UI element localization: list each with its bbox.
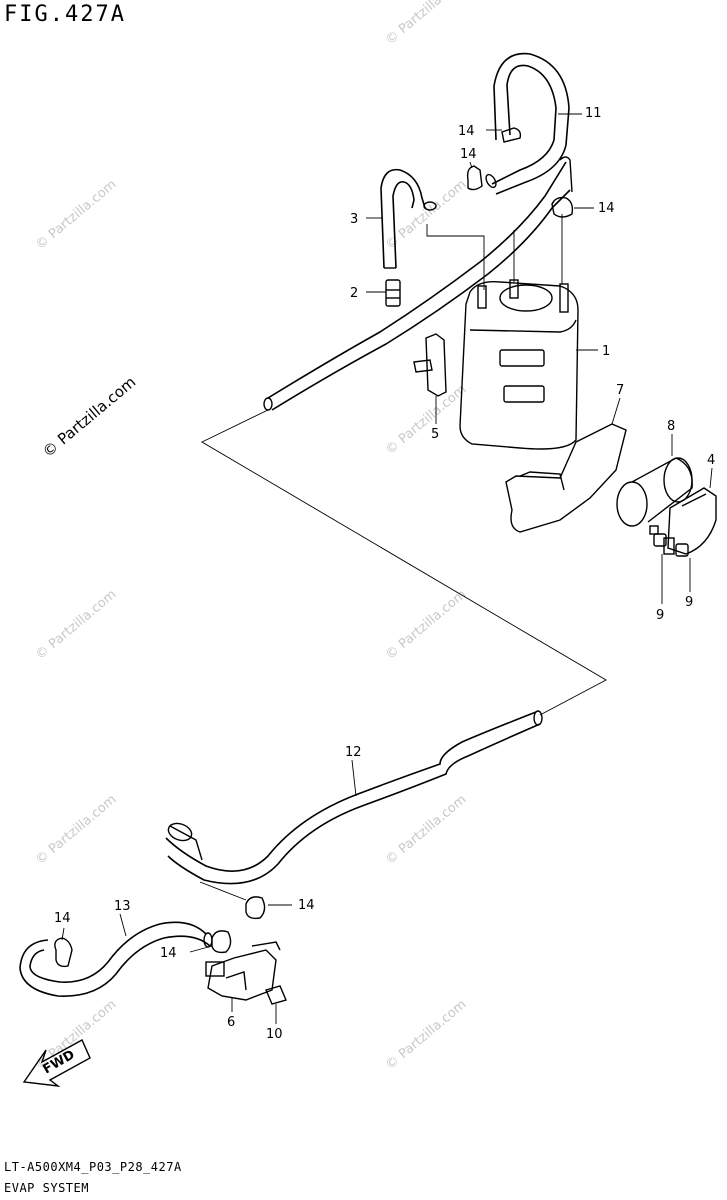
callout-3: 3 [350,212,358,227]
screw-10 [265,985,287,1024]
watermark: © Partzilla.com [383,587,469,663]
valve-6 [205,941,281,1012]
callout-12: 12 [345,745,362,760]
figure-title: FIG.427A [4,2,126,27]
connector-2 [385,279,401,307]
hose-12 [165,710,543,885]
hose-11 [485,52,570,195]
callout-13: 13 [114,899,131,914]
watermark-layer: © Partzilla.com © Partzilla.com © Partzi… [33,0,469,1073]
callout-14: 14 [160,946,177,961]
callout-7: 7 [616,383,624,398]
watermark: © Partzilla.com [383,792,469,868]
system-name: EVAP SYSTEM [4,1181,89,1195]
bolt-9-left [653,533,675,555]
canister-1 [459,279,579,450]
bracket-4 [667,487,717,555]
hose-13 [19,913,213,997]
callout-10: 10 [266,1027,283,1042]
callout-14: 14 [298,898,315,913]
watermark: © Partzilla.com [33,587,119,663]
callout-5: 5 [431,427,439,442]
callout-14: 14 [460,147,477,162]
watermark: © Partzilla.com [33,792,119,868]
leader-lines [201,113,713,716]
callout-9-left: 9 [656,608,664,623]
callout-14: 14 [458,124,475,139]
callout-14: 14 [54,911,71,926]
watermark: © Partzilla.com [383,0,469,48]
callout-9-right: 9 [685,595,693,610]
diagram-code: LT-A500XM4_P03_P28_427A [4,1160,182,1174]
callout-14: 14 [598,201,615,216]
bracket-7 [505,423,627,533]
callout-8: 8 [667,419,675,434]
callout-4: 4 [707,453,715,468]
watermark: © Partzilla.com [383,997,469,1073]
clamp-14-bottom [54,881,292,968]
callout-2: 2 [350,286,358,301]
bracket-5 [413,333,447,397]
watermark-dark: © Partzilla.com [39,373,139,461]
bolt-9-right [649,525,689,557]
callout-1: 1 [602,344,610,359]
sleeve-8 [616,457,693,527]
hose-3 [380,168,437,269]
watermark: © Partzilla.com [383,382,469,458]
callout-11: 11 [585,106,602,121]
callout-layer: 1 2 3 4 5 6 7 8 9 9 10 11 12 13 14 14 14… [54,106,715,1042]
clamp-14-top [466,127,574,218]
callout-6: 6 [227,1015,235,1030]
watermark: © Partzilla.com [33,177,119,253]
